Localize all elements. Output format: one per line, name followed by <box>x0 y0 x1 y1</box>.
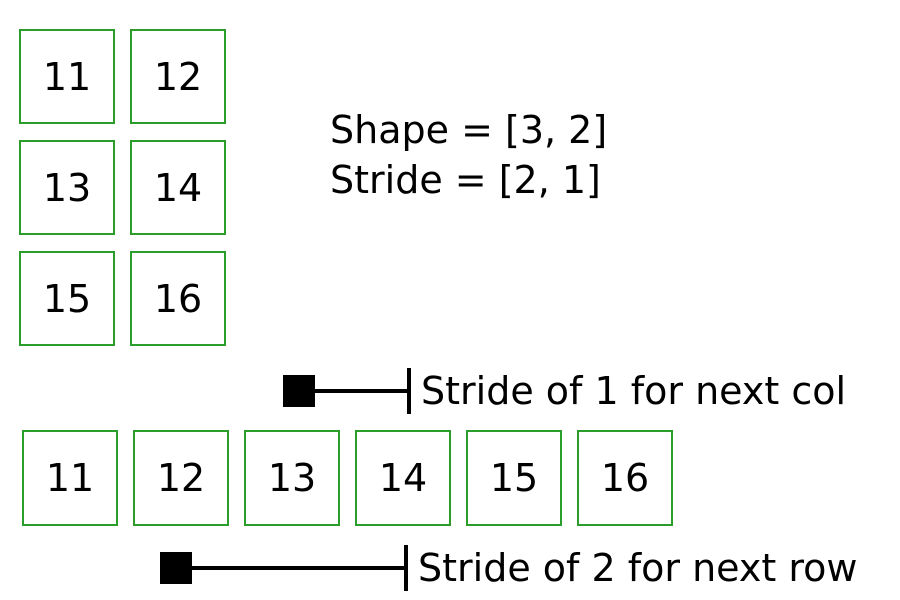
matrix-cell: 11 <box>19 29 115 124</box>
memory-cell: 14 <box>355 430 451 526</box>
column-stride-label: Stride of 1 for next col <box>421 369 847 413</box>
matrix-cell: 15 <box>19 251 115 346</box>
stride-line <box>192 566 404 570</box>
row-stride-label: Stride of 2 for next row <box>418 546 858 590</box>
memory-cell: 13 <box>244 430 340 526</box>
stride-start-marker <box>283 375 315 407</box>
memory-cell: 15 <box>466 430 562 526</box>
column-stride-indicator: Stride of 1 for next col <box>283 368 846 414</box>
stride-end-tick <box>404 545 408 591</box>
shape-label: Shape = [3, 2] <box>330 108 608 152</box>
stride-end-tick <box>407 368 411 414</box>
matrix-cell: 12 <box>130 29 226 124</box>
memory-cell: 16 <box>577 430 673 526</box>
stride-start-marker <box>160 552 192 584</box>
stride-line <box>315 389 407 393</box>
stride-label: Stride = [2, 1] <box>330 158 601 202</box>
shape-stride-info: Shape = [3, 2] Stride = [2, 1] <box>330 105 607 205</box>
memory-cell: 11 <box>22 430 118 526</box>
memory-cell: 12 <box>133 430 229 526</box>
matrix-cell: 13 <box>19 140 115 235</box>
matrix-cell: 16 <box>130 251 226 346</box>
row-stride-indicator: Stride of 2 for next row <box>160 545 857 591</box>
matrix-cell: 14 <box>130 140 226 235</box>
